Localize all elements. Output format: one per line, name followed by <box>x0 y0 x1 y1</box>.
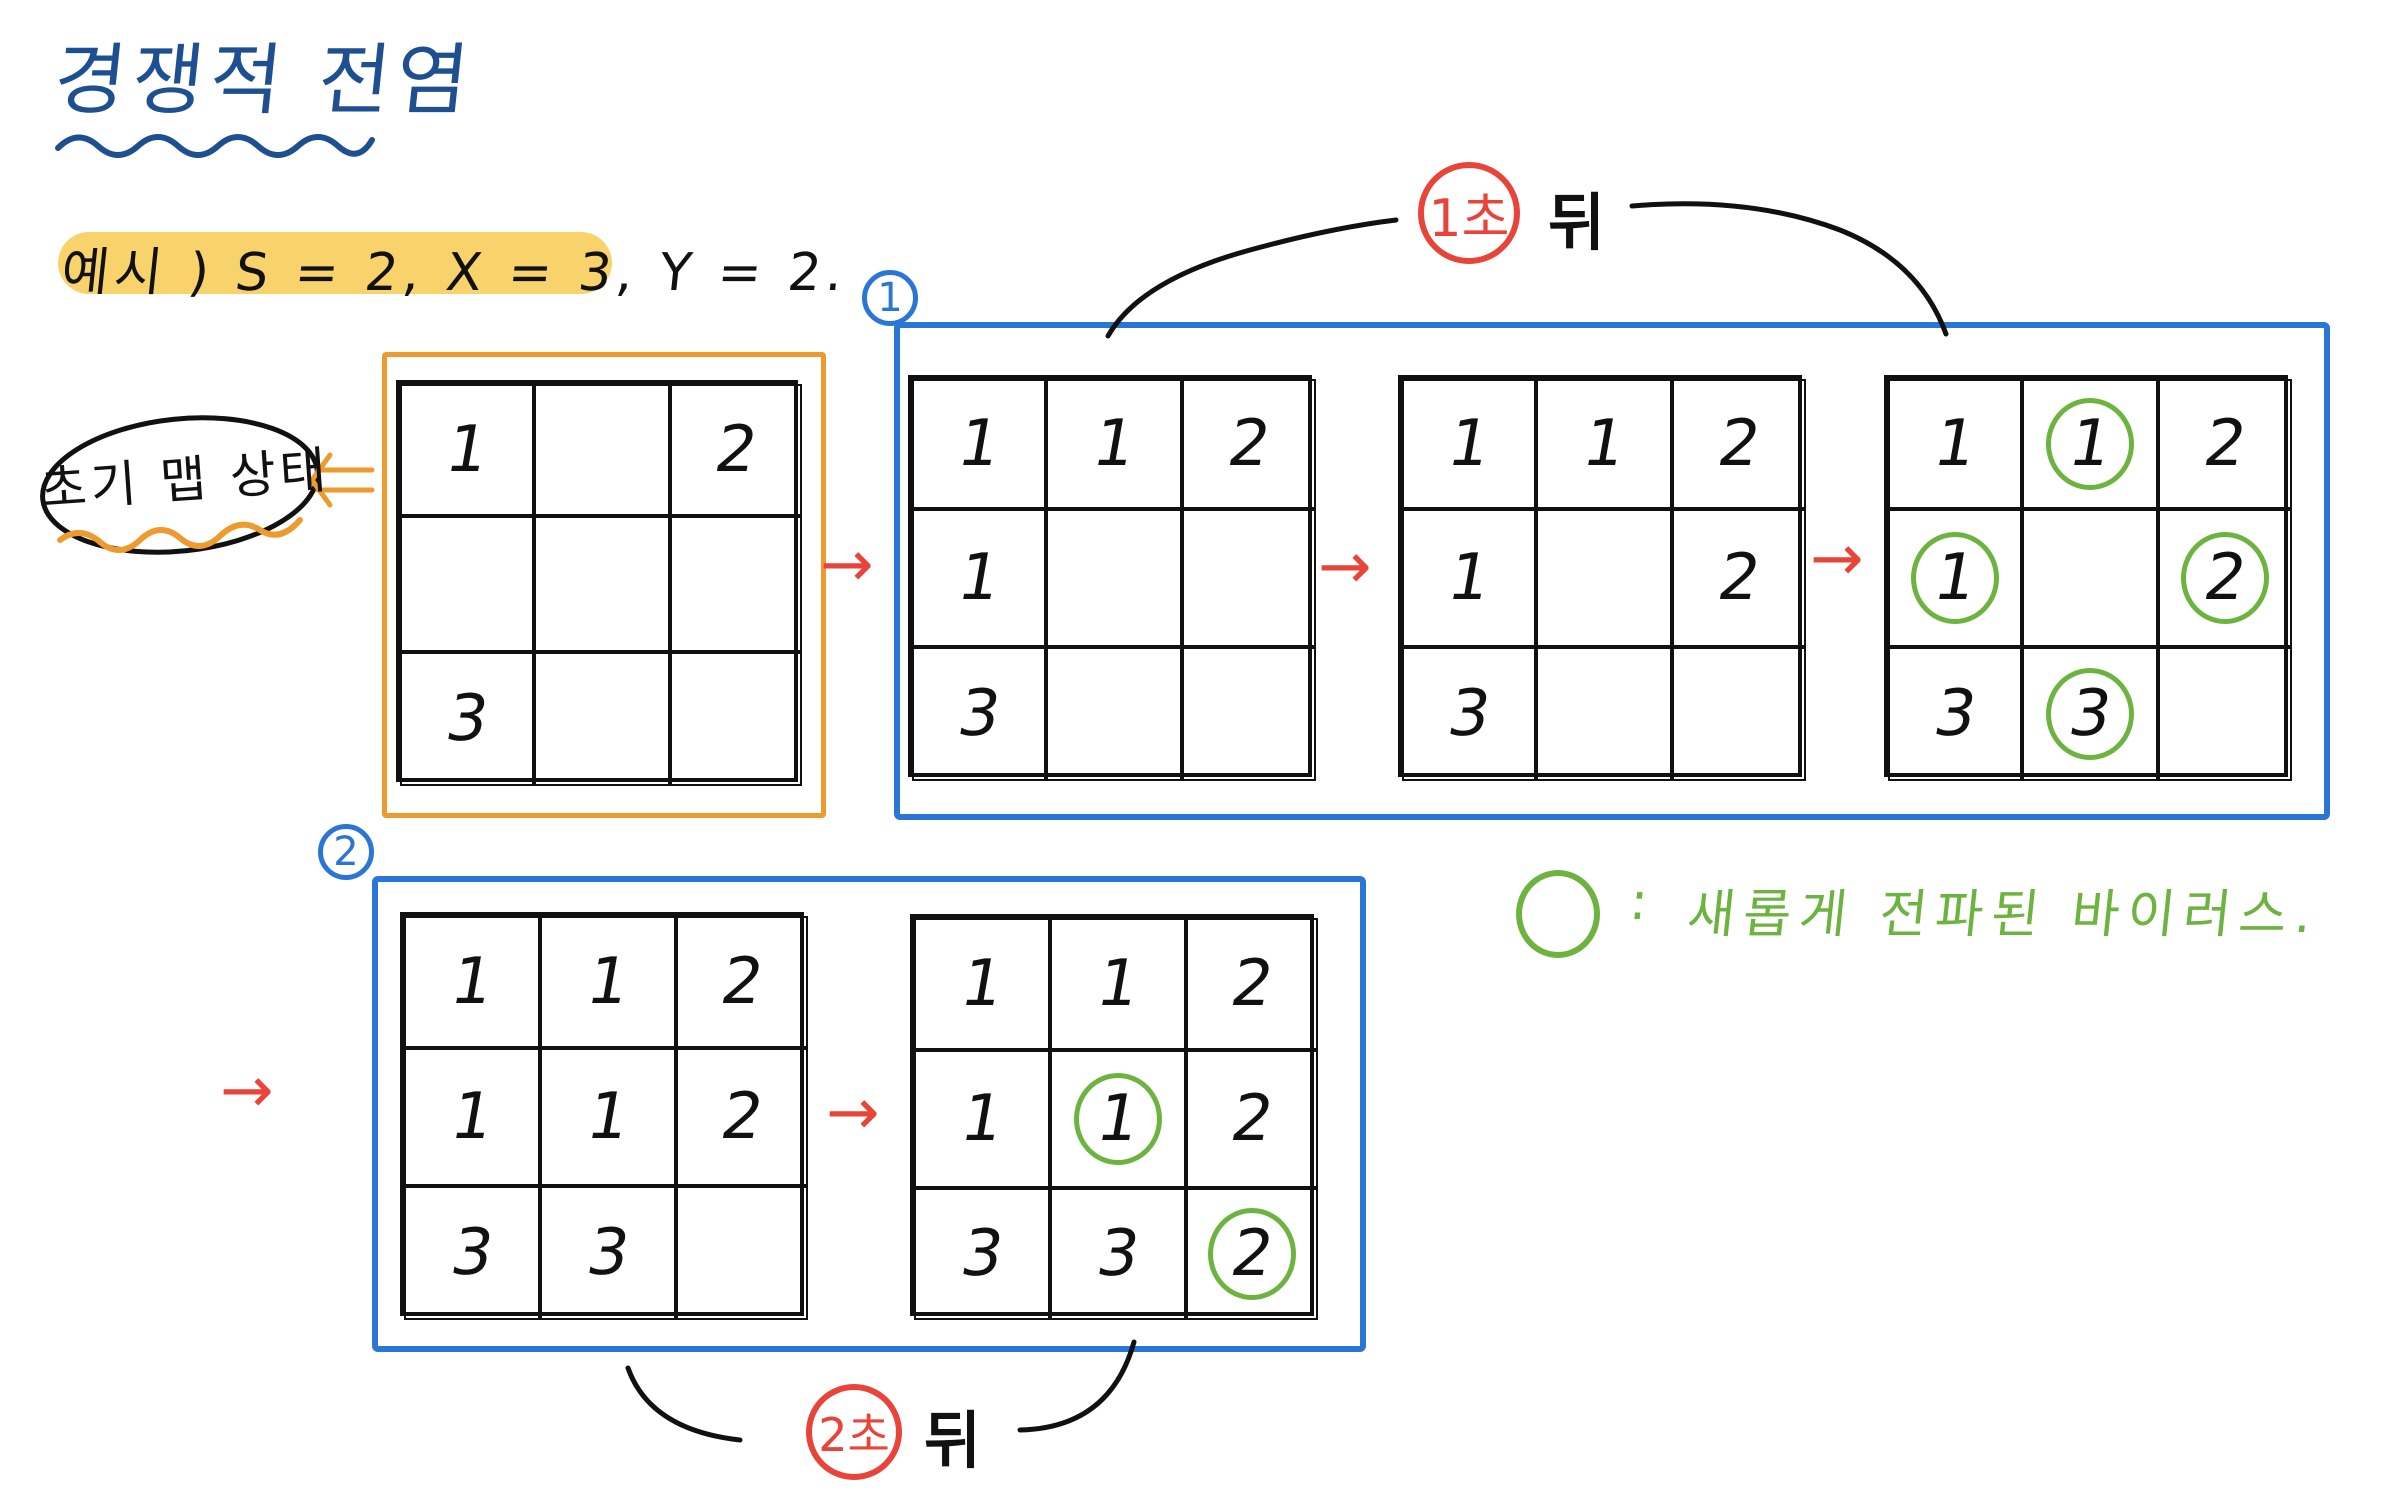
arrow-initial-to-step1: → <box>820 528 874 602</box>
grid-cell: 3 <box>1888 647 2022 781</box>
grid-cell <box>670 652 802 786</box>
grid-cell: 1 <box>1050 918 1186 1050</box>
grid-cell: 2 <box>676 916 808 1048</box>
grid-cell: 1 <box>404 1048 540 1186</box>
grid-cell: 3 <box>912 647 1046 781</box>
grid-cell <box>534 516 670 652</box>
grid-cell <box>1536 647 1672 781</box>
grid-cell: 3 <box>1050 1188 1186 1320</box>
grid-cell: 1 <box>1536 379 1672 509</box>
step2-after-label: 뒤 <box>924 1404 982 1477</box>
grid-cell: 1 <box>1046 379 1182 509</box>
step2-badge: 2 <box>318 824 374 880</box>
initial-frame <box>382 352 826 818</box>
grid-cell: 3 <box>400 652 534 786</box>
step1-time-badge: 1초 <box>1418 162 1520 264</box>
initial-grid: 1 2 3 <box>396 380 802 786</box>
grid-cell-new-virus: 3 <box>2022 647 2158 781</box>
grid-cell <box>1672 647 1806 781</box>
grid-cell: 1 <box>540 1048 676 1186</box>
grid-cell-new-virus: 2 <box>1186 1188 1318 1320</box>
grid-cell: 2 <box>2158 379 2292 509</box>
grid-cell-new-virus: 2 <box>2158 509 2292 647</box>
grid-cell: 1 <box>914 1050 1050 1188</box>
grid-cell: 2 <box>670 384 802 516</box>
arrow-step1-b-to-c: → <box>1810 522 1864 596</box>
grid-cell: 2 <box>1672 379 1806 509</box>
step1-badge: 1 <box>862 270 918 326</box>
step2-frame <box>372 876 1366 1352</box>
grid-cell: 3 <box>540 1186 676 1320</box>
grid-cell: 1 <box>912 379 1046 509</box>
grid-cell <box>2022 509 2158 647</box>
grid-cell: 1 <box>914 918 1050 1050</box>
grid-cell: 1 <box>404 916 540 1048</box>
arrow-step2-a-to-b: → <box>826 1076 880 1150</box>
grid-cell: 2 <box>1672 509 1806 647</box>
grid-cell: 3 <box>914 1188 1050 1320</box>
grid-cell <box>534 384 670 516</box>
grid-cell: 3 <box>404 1186 540 1320</box>
grid-cell <box>1182 647 1316 781</box>
grid-cell: 1 <box>1402 379 1536 509</box>
step1-frame <box>894 322 2330 820</box>
grid-cell: 1 <box>400 384 534 516</box>
grid-cell: 1 <box>912 509 1046 647</box>
step2-time-badge: 2초 <box>806 1384 902 1480</box>
grid-cell <box>1536 509 1672 647</box>
grid-cell-new-virus: 1 <box>1888 509 2022 647</box>
grid-cell-new-virus: 1 <box>2022 379 2158 509</box>
grid-cell <box>400 516 534 652</box>
grid-cell: 2 <box>1186 918 1318 1050</box>
grid-cell: 2 <box>676 1048 808 1186</box>
grid-cell <box>534 652 670 786</box>
step1-after-label: 뒤 <box>1548 186 1606 259</box>
grid-cell <box>676 1186 808 1320</box>
arrow-step1-a-to-b: → <box>1318 530 1372 604</box>
grid-cell: 2 <box>1186 1050 1318 1188</box>
example-highlight <box>58 232 612 294</box>
grid-cell: 1 <box>1402 509 1536 647</box>
grid-cell <box>1046 647 1182 781</box>
arrow-into-step2: → <box>220 1054 274 1128</box>
grid-cell-new-virus: 1 <box>1050 1050 1186 1188</box>
grid-cell: 3 <box>1402 647 1536 781</box>
grid-cell <box>2158 647 2292 781</box>
grid-cell: 2 <box>1182 379 1316 509</box>
new-virus-legend-icon <box>1516 870 1600 958</box>
grid-cell <box>670 516 802 652</box>
grid-cell: 1 <box>1888 379 2022 509</box>
grid-cell <box>1046 509 1182 647</box>
grid-cell: 1 <box>540 916 676 1048</box>
grid-cell <box>1182 509 1316 647</box>
